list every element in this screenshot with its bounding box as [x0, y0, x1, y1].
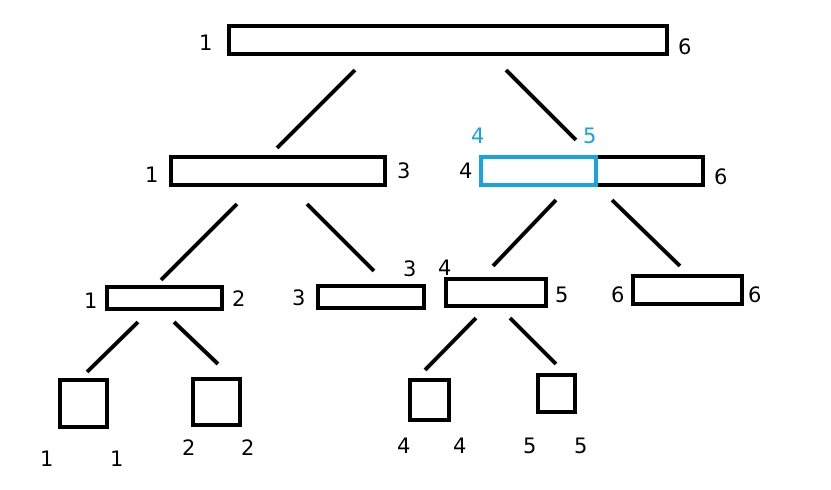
edge-4-5-to-4-4	[423, 316, 478, 372]
leaf-4-4-right-label: 4	[453, 434, 466, 458]
node-3-3-left-label: 3	[292, 286, 305, 310]
node-6-6-left-label: 6	[611, 283, 624, 307]
node-4-6-left-label: 4	[459, 159, 472, 183]
node-3-3	[316, 284, 426, 310]
node-1-2-left-label: 1	[84, 289, 97, 313]
node-3-3-right-label: 3	[403, 257, 416, 281]
edge-4-6-to-6-6	[610, 198, 682, 268]
node-6-6-right-label: 6	[748, 283, 761, 307]
leaf-2-2-right-label: 2	[241, 436, 254, 460]
leaf-5-5-left-label: 5	[523, 434, 536, 458]
node-6-6	[631, 274, 744, 306]
node-1-2-right-label: 2	[232, 287, 245, 311]
node-4-6-right-label: 6	[714, 165, 727, 189]
leaf-5-5	[536, 373, 577, 414]
leaf-1-1-right-label: 1	[110, 447, 123, 471]
highlight-range-4-5	[479, 155, 598, 187]
leaf-5-5-right-label: 5	[574, 434, 587, 458]
leaf-2-2	[191, 377, 242, 427]
node-4-5	[444, 277, 548, 308]
leaf-2-2-left-label: 2	[182, 436, 195, 460]
edge-1-2-to-2-2	[172, 320, 220, 366]
leaf-1-1	[58, 378, 109, 429]
leaf-4-4	[408, 378, 451, 422]
node-1-2	[105, 285, 224, 311]
edge-1-3-to-3-3	[305, 202, 376, 273]
node-4-5-left-label: 4	[438, 256, 451, 280]
node-1-3-right-label: 3	[397, 159, 410, 183]
highlight-right-label: 5	[583, 124, 596, 148]
node-root-right-label: 6	[678, 35, 691, 59]
edge-1-3-to-1-2	[159, 202, 239, 282]
edge-4-5-to-5-5	[508, 316, 558, 366]
leaf-4-4-left-label: 4	[397, 434, 410, 458]
highlight-left-label: 4	[471, 124, 484, 148]
node-1-3-left-label: 1	[145, 163, 158, 187]
edge-root-to-right	[504, 68, 578, 142]
node-4-5-right-label: 5	[555, 283, 568, 307]
node-root-left-label: 1	[199, 31, 212, 55]
node-root	[227, 24, 669, 56]
leaf-1-1-left-label: 1	[40, 447, 53, 471]
edge-1-2-to-1-1	[85, 320, 140, 374]
edge-4-6-to-4-5	[491, 198, 558, 268]
edge-root-to-left	[275, 68, 357, 150]
node-4-6	[479, 155, 705, 187]
node-1-3	[169, 155, 387, 187]
